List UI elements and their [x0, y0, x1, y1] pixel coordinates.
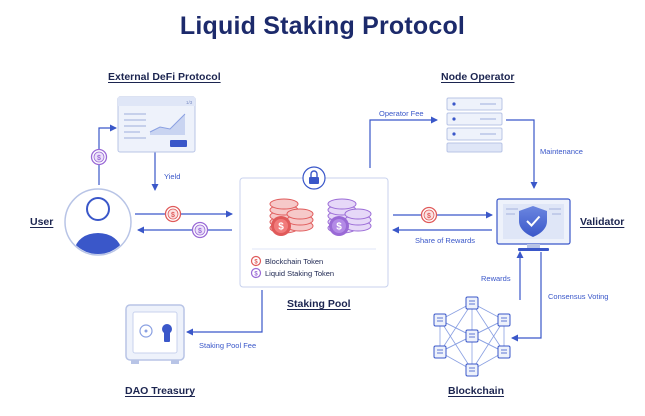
staking-pool-label: Staking Pool [287, 298, 351, 310]
blockchain-token-stack: $ [269, 198, 314, 236]
dao-treasury-label: DAO Treasury [125, 385, 196, 397]
defi-page-indicator: 1/3 [186, 100, 193, 105]
rewards-label: Rewards [481, 274, 511, 283]
defi-protocol-label: External DeFi Protocol [108, 71, 221, 83]
svg-text:$: $ [97, 155, 101, 162]
svg-text:$: $ [198, 228, 202, 235]
user-label: User [30, 216, 54, 228]
svg-text:$: $ [171, 212, 175, 219]
user-avatar-icon [64, 188, 132, 256]
dollar-coin-icon: $ [420, 206, 438, 224]
dollar-coin-icon: $ [164, 205, 182, 223]
safe-icon [125, 304, 185, 364]
validator-label: Validator [580, 216, 625, 228]
consensus-voting-label: Consensus Voting [548, 292, 609, 301]
shield-check-icon [519, 206, 547, 237]
svg-text:$: $ [427, 213, 431, 220]
yield-label: Yield [164, 172, 181, 181]
liquid-staking-token-legend-label: Liquid Staking Token [265, 269, 335, 278]
svg-text:$: $ [278, 222, 284, 233]
blockchain-token-legend-label: Blockchain Token [265, 257, 324, 266]
maintenance-label: Maintenance [540, 147, 583, 156]
arrow-staking-pool-fee [186, 290, 263, 336]
staking-pool-fee-label: Staking Pool Fee [199, 341, 257, 350]
blockchain-label: Blockchain [448, 385, 505, 397]
node-operator-label: Node Operator [441, 71, 515, 83]
defi-window: 1/3 [117, 96, 196, 153]
lock-icon [302, 166, 326, 190]
liquid-staking-token-legend-icon: $ [250, 267, 262, 279]
svg-text:$: $ [336, 222, 342, 233]
svg-text:$: $ [254, 260, 258, 266]
server-rack-icon [446, 97, 503, 153]
network-icon [433, 296, 511, 377]
blockchain-token-legend-icon: $ [250, 255, 262, 267]
arrow-maintenance [506, 119, 538, 189]
share-of-rewards-label: Share of Rewards [415, 236, 476, 245]
svg-text:$: $ [254, 272, 258, 278]
dollar-coin-icon: $ [90, 148, 108, 166]
arrow-operator-fee [369, 116, 438, 168]
arrow-consensus-voting [511, 252, 542, 342]
dollar-coin-icon: $ [191, 221, 209, 239]
page-title: Liquid Staking Protocol [179, 12, 466, 40]
liquid-staking-token-stack: $ [327, 198, 372, 236]
arrow-defi-yield [98, 124, 117, 185]
operator-fee-label: Operator Fee [379, 109, 424, 118]
